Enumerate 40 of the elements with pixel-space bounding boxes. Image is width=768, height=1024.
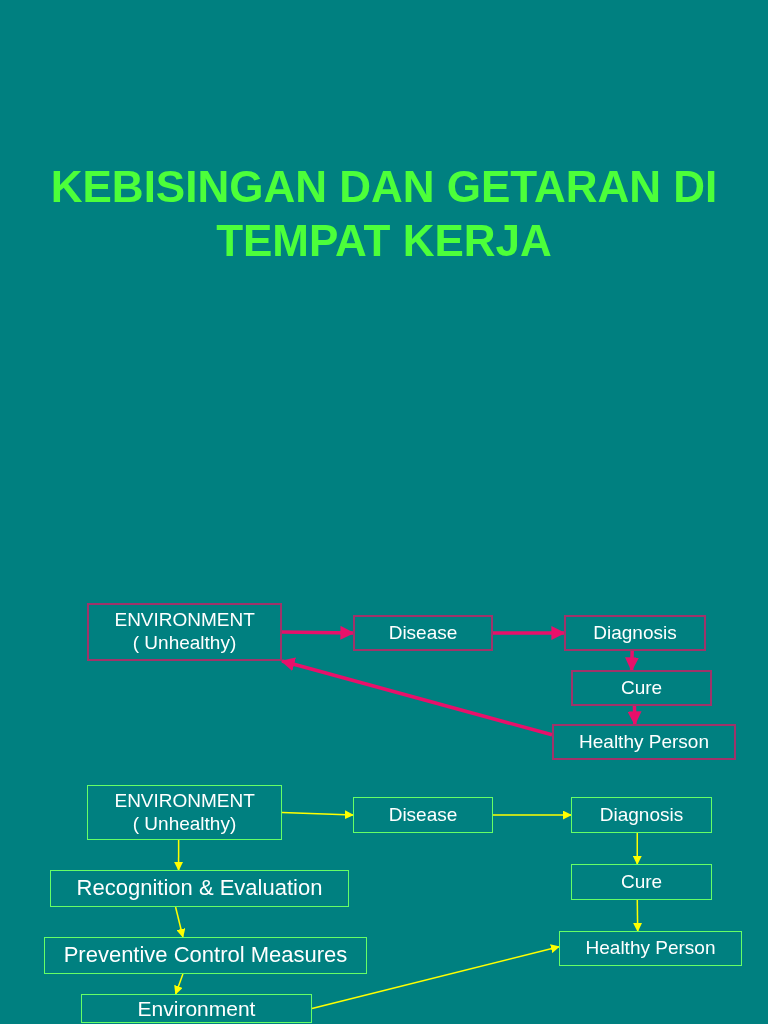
flow-box	[571, 797, 712, 833]
flow-box	[564, 615, 706, 651]
arrow	[174, 973, 184, 995]
flow-box	[81, 994, 312, 1023]
flow-box	[87, 603, 282, 661]
arrow	[492, 810, 572, 820]
arrow	[493, 626, 566, 640]
arrow	[627, 705, 642, 726]
box-label: Disease	[388, 803, 458, 827]
arrow	[280, 657, 553, 737]
arrow	[632, 832, 642, 865]
arrow	[281, 810, 354, 820]
box-label: Healthy Person	[579, 730, 709, 754]
box-label: Diagnosis	[593, 621, 677, 645]
box-label: Environment	[137, 995, 256, 1022]
arrow	[174, 839, 184, 871]
flow-box	[571, 670, 712, 706]
box-label: Preventive Control Measures	[63, 942, 348, 969]
flow-box	[353, 615, 493, 651]
arrow	[281, 625, 355, 640]
box-label: ENVIRONMENT ( Unhealthy)	[114, 609, 255, 655]
flow-box	[353, 797, 493, 833]
arrow	[311, 944, 560, 1010]
box-label: Healthy Person	[585, 937, 716, 960]
box-label: ENVIRONMENT ( Unhealthy)	[114, 789, 255, 836]
flow-box	[571, 864, 712, 900]
box-label: Cure	[620, 870, 663, 894]
flow-box	[552, 724, 736, 760]
box-label: Recognition & Evaluation	[76, 875, 323, 902]
flow-box	[44, 937, 367, 974]
arrow	[174, 906, 186, 938]
flow-box	[50, 870, 349, 907]
arrow	[633, 899, 643, 932]
box-label: Diagnosis	[599, 803, 684, 827]
box-label: Disease	[388, 621, 458, 645]
flow-box	[87, 785, 282, 840]
flow-box	[559, 931, 742, 966]
box-label: Cure	[620, 676, 663, 700]
slide-title: KEBISINGAN DAN GETARAN DI TEMPAT KERJA	[49, 161, 719, 267]
arrow	[625, 650, 639, 672]
